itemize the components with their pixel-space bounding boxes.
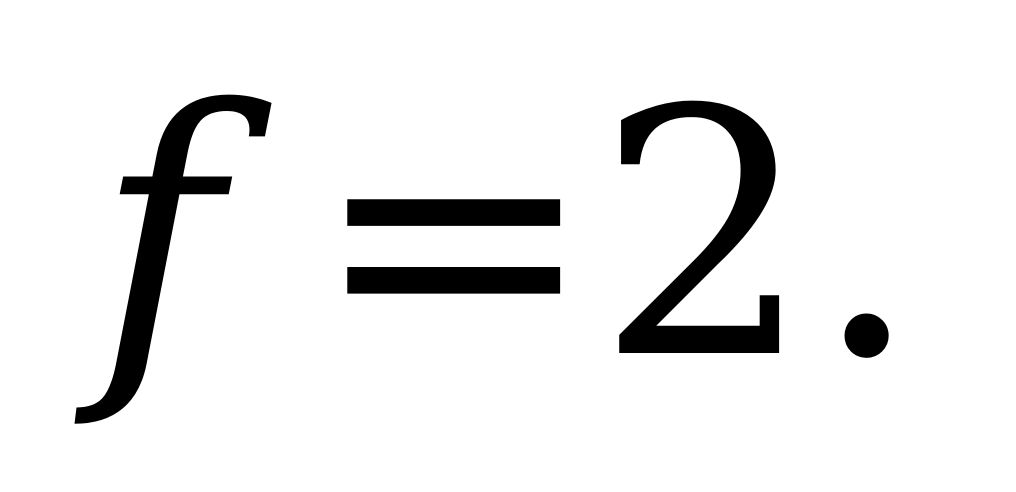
formula-variable: f: [95, 38, 222, 434]
formula-operator: =: [311, 38, 597, 434]
formula-value: 2.: [596, 38, 921, 434]
